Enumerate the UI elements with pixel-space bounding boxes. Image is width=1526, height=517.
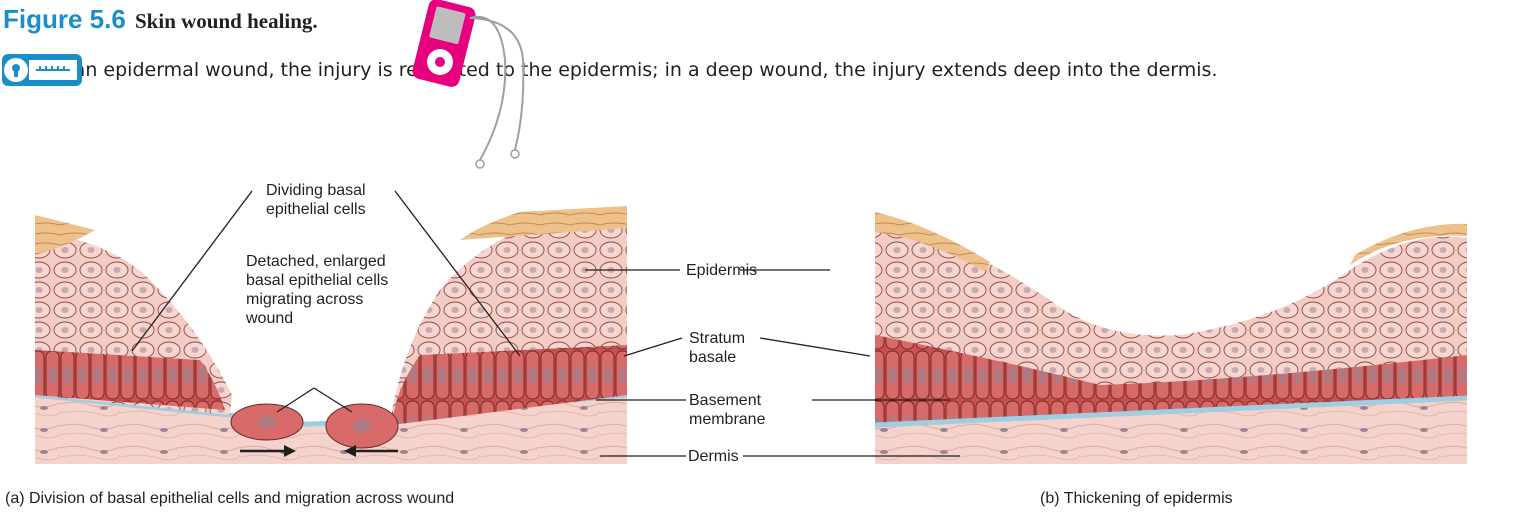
media-player-icon	[411, 0, 524, 168]
label-dividing-basal-cells: Dividing basal epithelial cells	[266, 181, 416, 219]
label-epidermis: Epidermis	[686, 261, 757, 280]
panel-b-illustration	[875, 206, 1467, 464]
panel-a-subtitle: (a) Division of basal epithelial cells a…	[5, 490, 454, 508]
label-detached-basal-cells: Detached, enlarged basal epithelial cell…	[246, 252, 396, 328]
label-dermis: Dermis	[688, 447, 739, 466]
panel-b-subtitle: (b) Thickening of epidermis	[1040, 490, 1233, 508]
key-concept-icon	[2, 54, 82, 86]
label-basement-membrane: Basement membrane	[689, 391, 779, 429]
label-stratum-basale: Stratum basale	[689, 329, 769, 367]
panel-a-illustration	[35, 206, 627, 464]
